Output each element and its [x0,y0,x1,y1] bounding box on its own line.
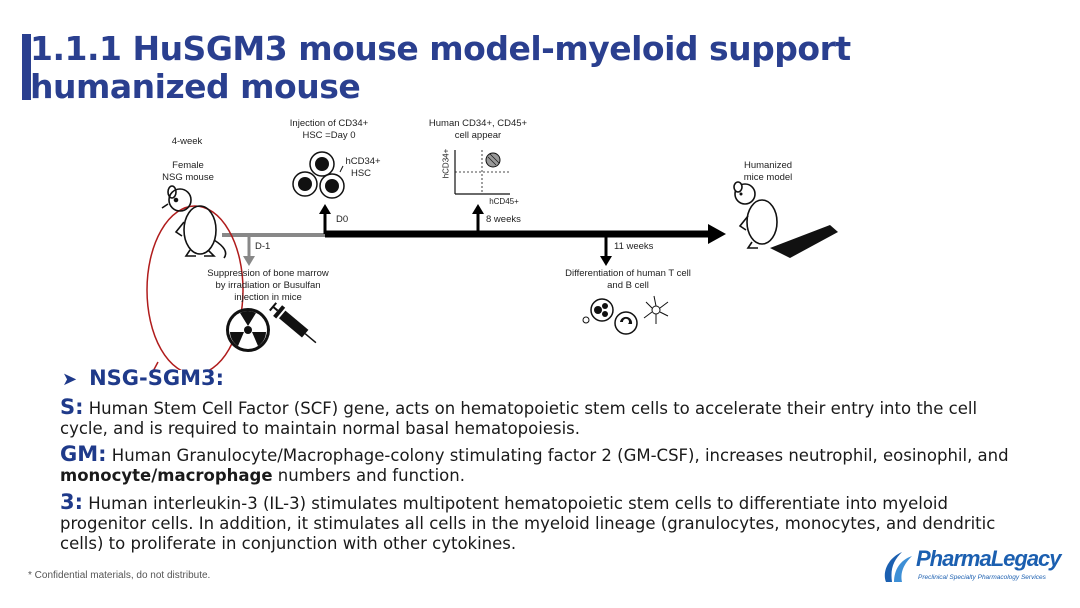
paragraph-text: Human Granulocyte/Macrophage-colony stim… [106,446,1009,465]
mouse-icon [161,185,227,259]
paragraph-key: GM: [60,442,107,466]
appear-label-line2: cell appear [454,130,502,141]
bullet-arrow-icon: ➤ [62,369,78,390]
flow-y-axis-label: hCD34+ [441,148,451,179]
humanized-mouse-icon [733,181,838,258]
flow-plot-icon [454,150,510,195]
timeline-arrow [325,224,726,244]
d0-label: D0 [336,214,349,225]
section-heading-text: NSG-SGM3: [89,366,225,390]
suppression-label-line1: Suppression of bone marrow [207,268,329,279]
mouse-label-line1: Female [172,160,204,171]
humanized-label-line1: Humanized [743,160,793,171]
paragraph-il3: 3: Human interleukin-3 (IL-3) stimulates… [60,492,1010,554]
hsc-label-line1: hCD34+ [345,156,381,167]
age-label: 4-week [171,136,203,147]
radiation-icon [226,308,270,352]
diff-label-line1: Differentiation of human T cell [565,268,691,279]
hsc-cells-icon [292,151,345,199]
suppression-label-line2: by irradiation or Busulfan [215,280,321,291]
appear-label-line1: Human CD34+, CD45+ [428,118,528,129]
paragraph-gmcsf: GM: Human Granulocyte/Macrophage-colony … [60,444,1010,486]
syringe-icon [269,302,317,344]
d0-arrow-icon [319,204,331,214]
11-weeks-label: 11 weeks [614,241,654,252]
11-weeks-arrow-icon [600,256,612,266]
hsc-label-line2: HSC [350,168,372,179]
paragraph-text: Human interleukin-3 (IL-3) stimulates mu… [60,494,996,553]
pharmalegacy-logo: PharmaLegacy Preclinical Specialty Pharm… [880,546,1062,586]
paragraph-text-after: numbers and function. [272,466,465,485]
flow-x-axis-label: hCD45+ [489,197,519,206]
d-minus1-arrow-icon [243,256,255,266]
suppression-label-line3: injection in mice [234,292,302,303]
injection-label-line2: HSC =Day 0 [302,130,356,141]
paragraph-bold-text: monocyte/macrophage [60,466,273,485]
logo-mark-icon [884,552,912,582]
diff-label-line2: and B cell [607,280,649,291]
logo-name: PharmaLegacy [916,546,1062,571]
paragraph-text: Human Stem Cell Factor (SCF) gene, acts … [60,399,978,438]
arrow-icon [708,224,726,244]
8-weeks-label: 8 weeks [486,214,521,225]
d-minus1-label: D-1 [255,241,271,252]
immune-cells-icon [582,295,669,335]
humanized-label-line2: mice model [743,172,793,183]
title-accent-bar [22,34,31,100]
timeline-diagram: 4-week Female NSG mouse Injection of CD3… [0,100,1080,370]
highlight-circle [146,205,244,370]
confidential-footnote: * Confidential materials, do not distrib… [28,570,211,581]
section-heading: ➤ NSG-SGM3: [62,366,224,390]
injection-label-line1: Injection of CD34+ [289,118,369,129]
logo-tagline: Preclinical Specialty Pharmacology Servi… [918,574,1046,581]
8-weeks-arrow-icon [472,204,484,214]
paragraph-key: 3: [60,490,84,514]
paragraph-scf: S: Human Stem Cell Factor (SCF) gene, ac… [60,397,1010,439]
paragraph-key: S: [60,395,84,419]
slide-title: 1.1.1 HuSGM3 mouse model-myeloid support… [30,29,851,106]
mouse-label-line2: NSG mouse [162,172,214,183]
